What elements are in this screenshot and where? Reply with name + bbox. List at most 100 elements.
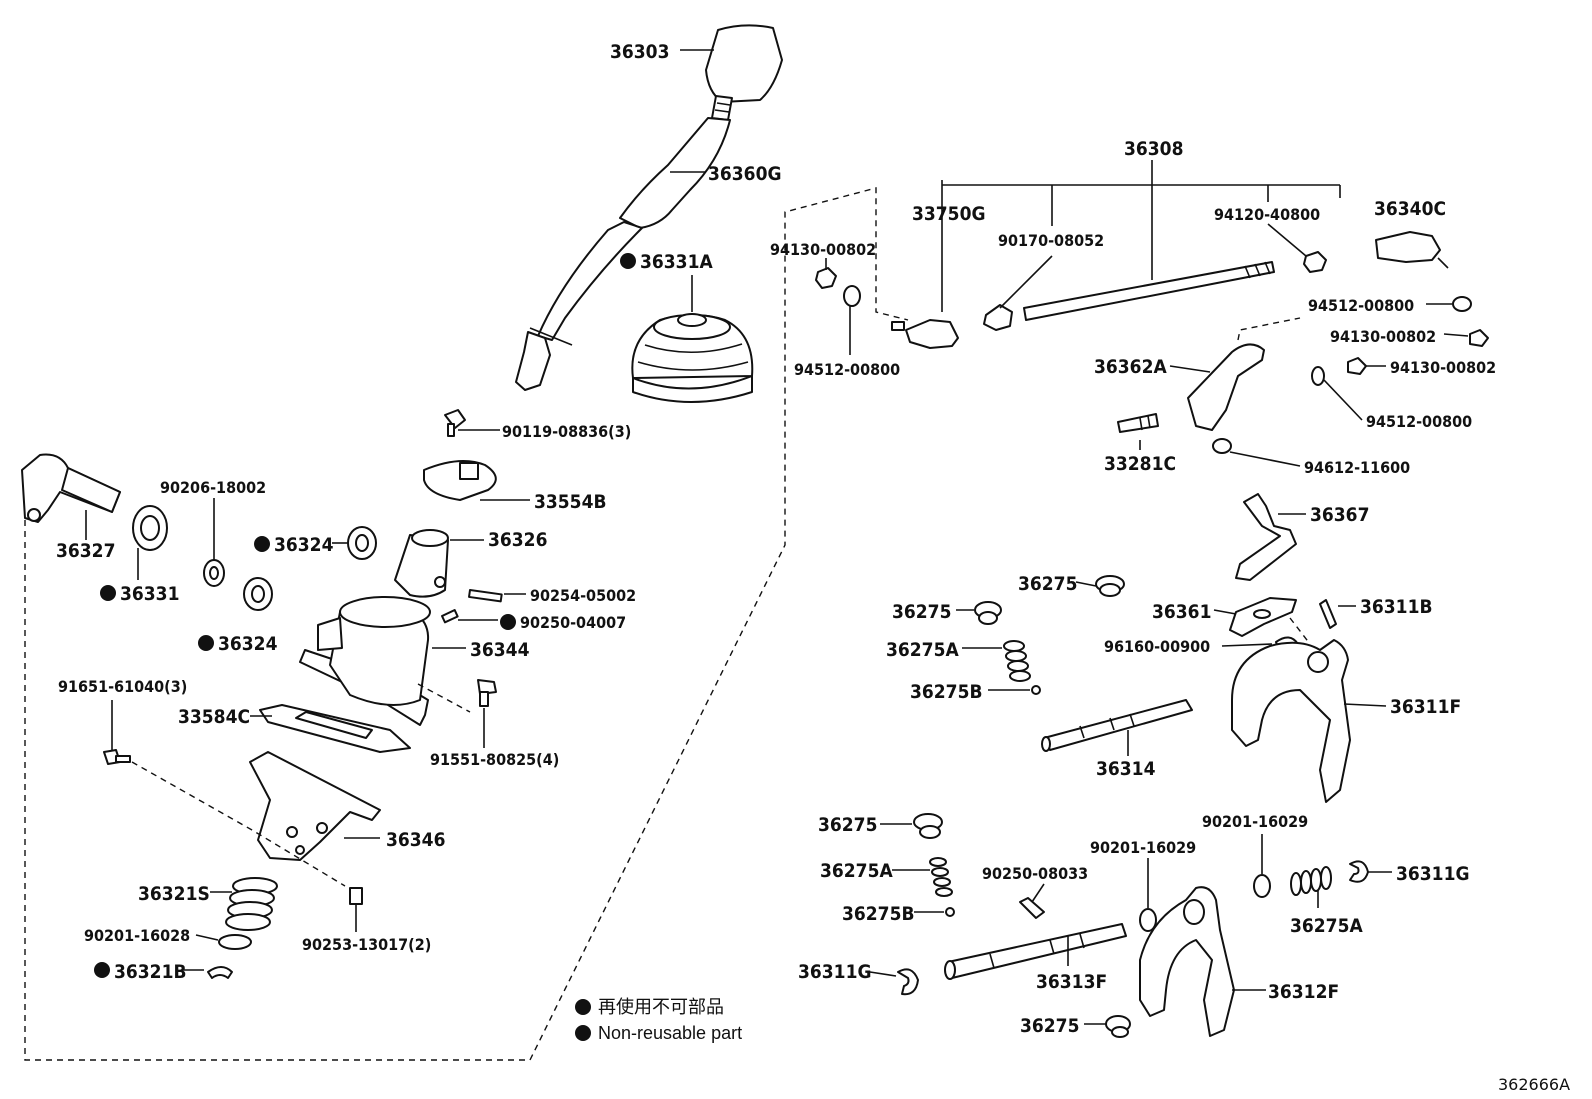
label-90254: 90254-05002 [530,586,636,605]
washer-94512-mid [1311,366,1325,386]
label-36321S: 36321S [138,883,210,905]
pin-90254 [468,589,503,603]
fork-36311F [1231,639,1351,803]
legend-english: Non-reusable part [598,1023,742,1043]
plug-36275-2 [974,601,1002,625]
label-36308: 36308 [1124,138,1183,160]
spring-36275A-1 [1003,640,1031,682]
spring-36275A-2 [929,857,953,897]
label-94130-upper-left: 94130-00802 [770,240,876,259]
label-36275-3: 36275 [818,814,877,836]
bolt-91651 [103,749,131,765]
label-36314: 36314 [1096,758,1156,780]
non-reusable-markers [94,253,636,1041]
nut-94130-right-1 [1469,329,1489,347]
label-36312F: 36312F [1268,981,1339,1003]
washer-90206 [203,559,225,587]
leader-lines [85,49,1469,1025]
spring-36275A-3 [1290,866,1332,896]
part-labels: 36303 36360G 36331A 90119-08836(3) 90206… [56,41,1496,1037]
shift-rod-36308 [983,261,1275,331]
fork-pin-alignment [1289,617,1311,645]
label-36275-2: 36275 [892,601,951,623]
bolt-alignment-line [131,761,346,887]
plug-36275-4 [1105,1015,1131,1038]
washer-90201-16029-a [1139,908,1157,932]
oil-seal-36331 [132,505,168,551]
label-94512-right: 94512-00800 [1308,296,1414,315]
shift-lever-retainer-36346 [249,751,381,861]
ball-joint-36340C [1375,231,1449,269]
label-36311G-right: 36311G [1396,863,1470,885]
label-36275B-2: 36275B [842,903,915,925]
shift-lever-boot [631,313,754,403]
shift-knob [705,24,783,121]
label-36275A-2: 36275A [820,860,893,882]
label-36311F: 36311F [1390,696,1461,718]
label-94512-mid: 94512-00800 [1366,412,1472,431]
label-36331A: 36331A [640,251,713,273]
head-36361 [1229,597,1297,637]
ball-36275B-2 [945,907,955,917]
e-ring-36321B [207,966,233,979]
shift-fork-shaft-36313F [944,923,1127,980]
pin-36311B [1319,599,1337,629]
ball-36275B-1 [1031,685,1041,695]
label-94512-upper-left: 94512-00800 [794,360,900,379]
shift-lever-seat [423,460,497,501]
label-90170: 90170-08052 [998,231,1104,250]
snap-ring-36311G-right [1349,860,1369,883]
label-36367: 36367 [1310,504,1369,526]
nut-94130-right-2 [1347,357,1367,375]
bolt-alignment-line-2 [417,683,471,713]
label-36340C: 36340C [1374,198,1446,220]
shift-and-select-lever-shaft [21,453,121,523]
label-33281C: 33281C [1104,453,1176,475]
label-36275-4: 36275 [1020,1015,1079,1037]
label-90250-04007: 90250-04007 [520,613,626,632]
bolt-91551 [477,679,497,707]
washer-94512-right [1452,296,1472,312]
label-94130-right-1: 94130-00802 [1330,327,1436,346]
label-90201-16029-b: 90201-16029 [1202,812,1308,831]
label-36326: 36326 [488,529,547,551]
nut-94130-upper-left [815,267,837,289]
label-90250-08033: 90250-08033 [982,864,1088,883]
legend-japanese: 再使用不可部品 [598,997,724,1017]
label-36321B: 36321B [114,961,187,983]
gasket-33584C [259,704,411,753]
label-36311G-left: 36311G [798,961,872,983]
washer-94512-upper-left [843,285,861,307]
label-91651: 91651-61040(3) [58,677,187,696]
label-36275B-1: 36275B [910,681,983,703]
label-36275-1: 36275 [1018,573,1077,595]
shift-lever-housing-36344 [299,596,431,726]
label-90119: 90119-08836(3) [502,422,631,441]
label-36324-upper: 36324 [274,534,334,556]
label-36324-lower: 36324 [218,633,278,655]
fork-36312F [1139,886,1235,1037]
washer-90201-16028 [218,934,252,950]
label-36327: 36327 [56,540,115,562]
drawing-code: 362666A [1498,1075,1570,1094]
label-36362A: 36362A [1094,356,1167,378]
label-36344: 36344 [470,639,530,661]
lever-36367 [1235,493,1297,581]
shift-lever [515,117,731,391]
lever-retainer-bolt [444,409,466,437]
washer-94612 [1212,438,1232,454]
shifter-group-boundary [24,187,909,1061]
shift-fork-shaft-36314 [1041,699,1193,752]
snap-ring-36311G-left [897,968,919,996]
lever-36362A [1187,317,1301,431]
label-36303: 36303 [610,41,669,63]
label-90201-16028: 90201-16028 [84,926,190,945]
washer-90201-16029-b [1253,874,1271,898]
label-36313F: 36313F [1036,971,1107,993]
label-36275A-3: 36275A [1290,915,1363,937]
label-94130-right-2: 94130-00802 [1390,358,1496,377]
label-36361: 36361 [1152,601,1211,623]
bolt-33281C [1117,413,1159,433]
label-90206: 90206-18002 [160,478,266,497]
